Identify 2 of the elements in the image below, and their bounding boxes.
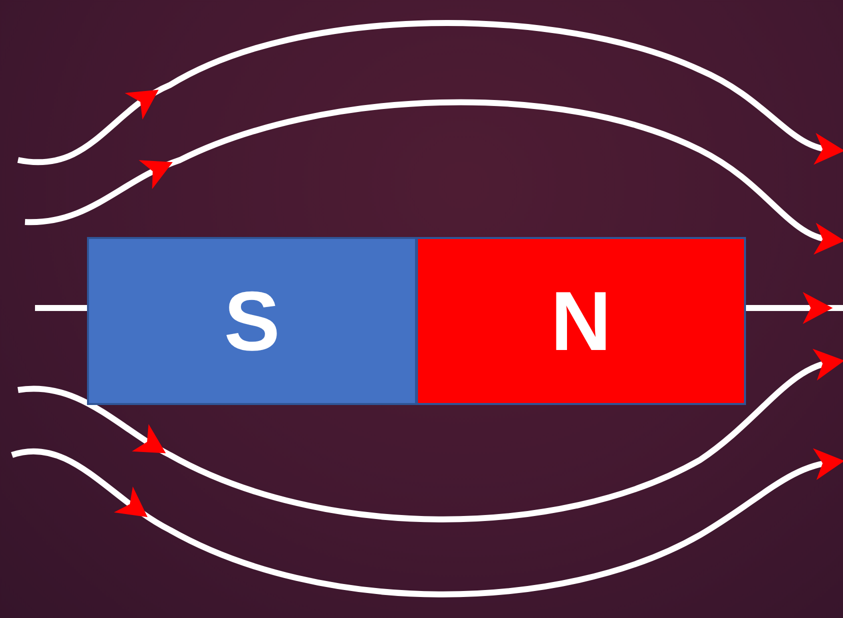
magnet-pole: S — [87, 237, 417, 405]
magnet-pole: N — [416, 237, 746, 405]
